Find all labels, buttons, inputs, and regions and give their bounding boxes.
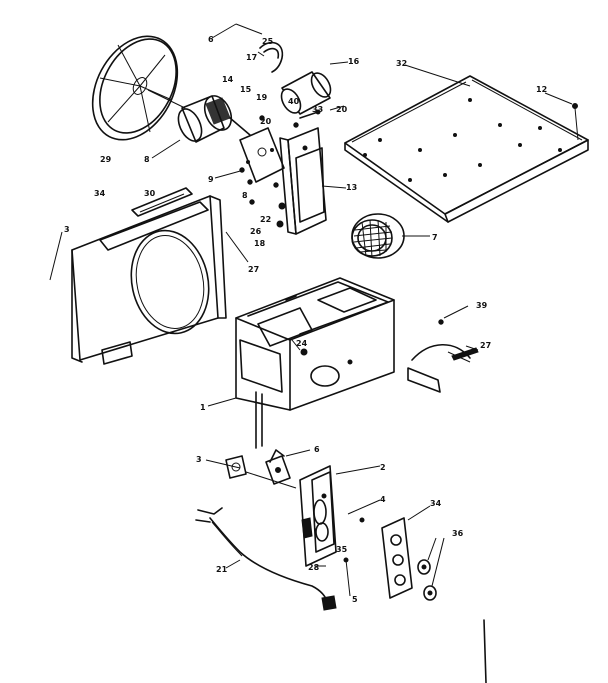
panel-screws: [343, 517, 365, 597]
callout-34b: 34: [430, 499, 442, 508]
callout-33: 33: [312, 105, 323, 114]
callout-2: 2: [380, 463, 386, 472]
callout-12: 12: [536, 85, 547, 94]
leader-lines: [49, 23, 573, 587]
control-knobs: [417, 559, 437, 601]
callout-35: 35: [336, 545, 348, 554]
rotary-switch: [225, 455, 297, 489]
callout-30: 30: [144, 189, 156, 198]
callout-labels: 6 25 17 16 32 12 14 15 19 20 33 20 29 8 …: [64, 35, 547, 604]
callout-17: 17: [246, 53, 257, 62]
callout-24: 24: [296, 339, 308, 348]
callout-34: 34: [94, 189, 106, 198]
capacitor: [280, 71, 332, 115]
callout-29: 29: [100, 155, 112, 164]
chassis: [235, 277, 395, 449]
shroud: [71, 195, 227, 365]
callout-25: 25: [262, 37, 274, 46]
control-bracket: [276, 127, 327, 235]
callout-28: 28: [308, 563, 320, 572]
callout-16: 16: [348, 57, 360, 66]
callout-15: 15: [240, 85, 252, 94]
blower-wheel: [351, 213, 405, 259]
capacitor-strap: [259, 41, 284, 73]
callout-7: 7: [432, 233, 438, 242]
callout-18: 18: [254, 239, 266, 248]
mounting-bracket-27: [407, 319, 479, 393]
callout-27b: 27: [480, 341, 491, 350]
callout-14: 14: [222, 75, 234, 84]
callout-20b: 20: [336, 105, 348, 114]
callout-27: 27: [248, 265, 259, 274]
callout-36: 36: [452, 529, 464, 538]
knob-panel: [381, 517, 413, 599]
thermostat: [265, 449, 291, 485]
control-panel: [299, 465, 337, 567]
callout-19: 19: [256, 93, 268, 102]
fan-blade: [91, 35, 186, 141]
edge-line: [483, 619, 487, 683]
callout-4: 4: [380, 495, 386, 504]
bracket-screws: [239, 109, 321, 205]
callout-3: 3: [64, 225, 70, 234]
callout-6: 6: [208, 35, 214, 44]
callout-9: 9: [208, 175, 214, 184]
callout-3b: 3: [196, 455, 202, 464]
callout-13: 13: [346, 183, 357, 192]
fan-motor: [177, 95, 251, 143]
screw-12: [572, 103, 579, 141]
shroud-top-strip: [131, 187, 193, 217]
callout-6b: 6: [314, 445, 320, 454]
base-pan: [344, 75, 589, 223]
callout-21: 21: [216, 565, 228, 574]
callout-39: 39: [476, 301, 488, 310]
callout-22: 22: [260, 215, 271, 224]
callout-5: 5: [352, 595, 358, 604]
power-cord: [195, 507, 337, 611]
callout-8: 8: [144, 155, 150, 164]
callout-40: 40: [288, 97, 300, 106]
callout-32: 32: [396, 59, 407, 68]
motor-mount-bracket: [239, 127, 285, 183]
callout-20: 20: [260, 117, 272, 126]
callout-1: 1: [200, 403, 206, 412]
callout-8b: 8: [242, 191, 248, 200]
callout-26: 26: [250, 227, 262, 236]
